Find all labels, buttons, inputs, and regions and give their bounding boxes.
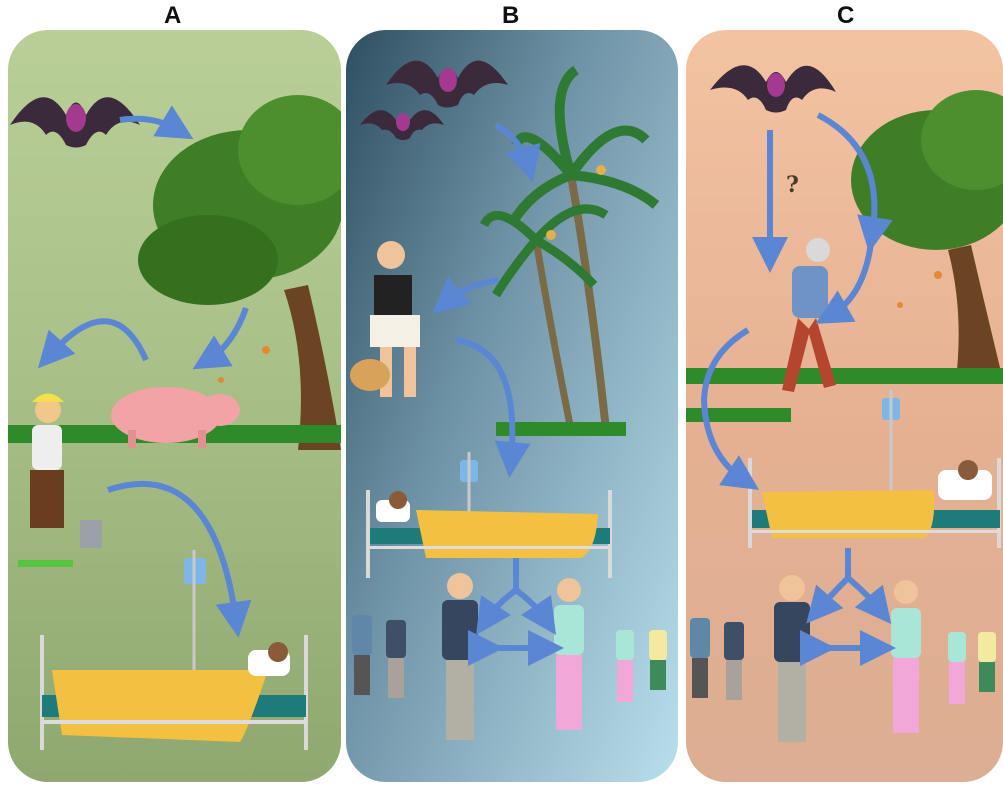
panel-c: ? [686,30,1003,782]
panel-a [8,30,341,782]
hospital-bed-patient-icon [40,550,308,750]
hospital-bed-patient-icon [366,452,612,578]
panel-a-label: A [164,2,181,30]
panel-b-label: B [502,2,519,30]
date-palm-icon [484,70,656,430]
unknown-route-question-mark: ? [786,172,799,198]
panel-b [346,30,678,782]
sap-collector-icon [350,241,420,397]
bat-icon [710,65,836,112]
panel-c-label: C [837,2,854,30]
people-group-icon [690,575,996,742]
bat-icon [386,61,508,108]
pig-farmer-icon [18,394,102,568]
bat-icon-small [360,110,444,140]
grass-strip [496,422,626,436]
grass-strip [686,368,1003,384]
